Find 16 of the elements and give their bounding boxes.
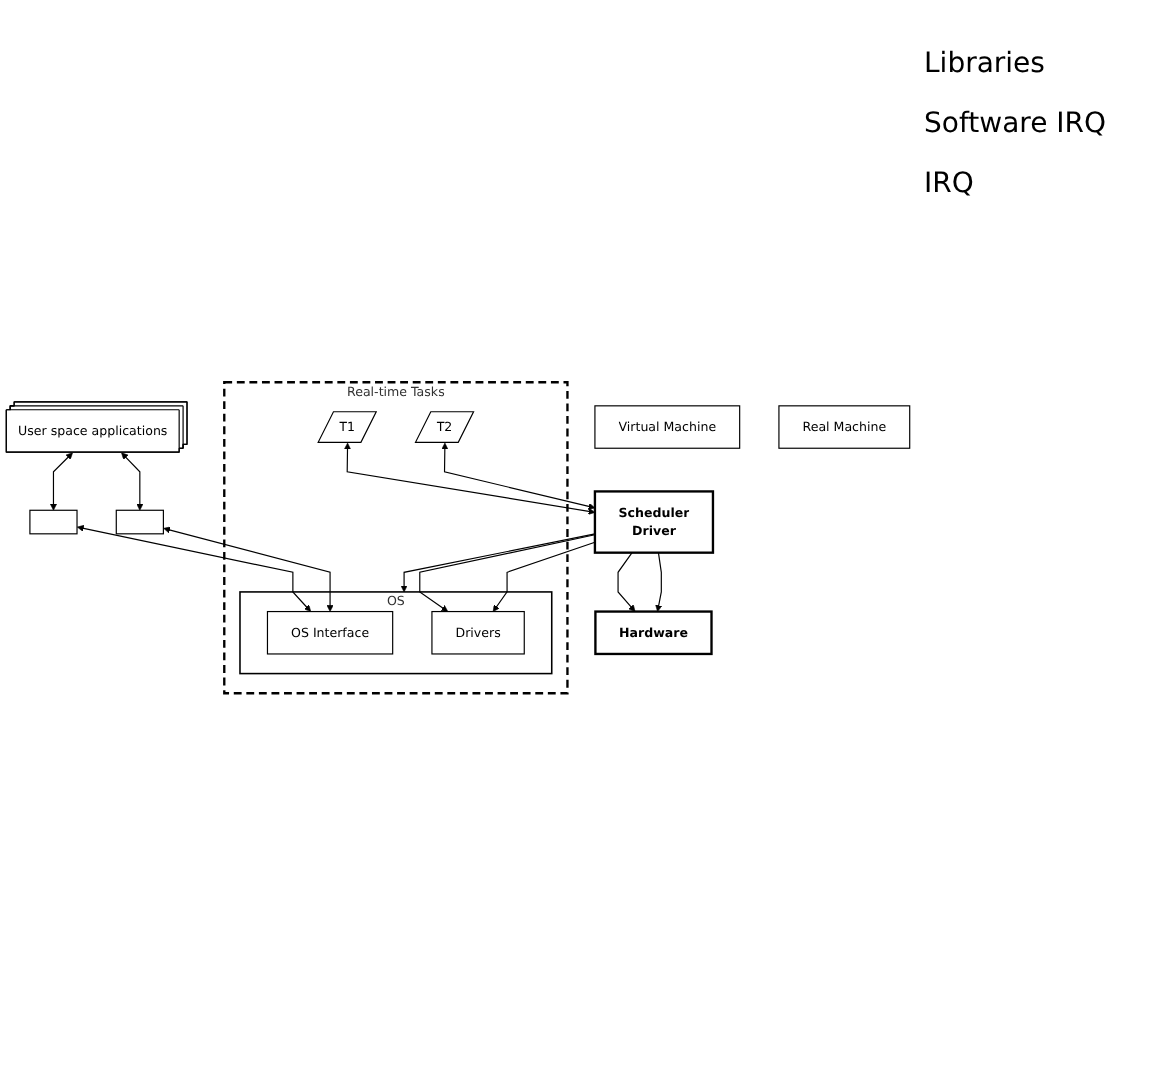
node-box: [29, 508, 78, 534]
arrow: [50, 451, 73, 510]
arrow: [121, 451, 144, 510]
node-box: [115, 508, 164, 534]
arrow: [441, 442, 596, 510]
annotation-label: Libraries: [924, 48, 1047, 80]
arrow: [77, 524, 312, 612]
annotation-label: Software IRQ: [924, 108, 1109, 140]
arrow: [492, 540, 596, 612]
arrow: [617, 551, 636, 612]
arrow: [344, 442, 596, 515]
arrow: [655, 551, 663, 612]
arrow: [400, 532, 596, 592]
annotation-label: IRQ: [924, 168, 976, 200]
arrow: [419, 533, 596, 612]
arrow: [163, 525, 334, 612]
